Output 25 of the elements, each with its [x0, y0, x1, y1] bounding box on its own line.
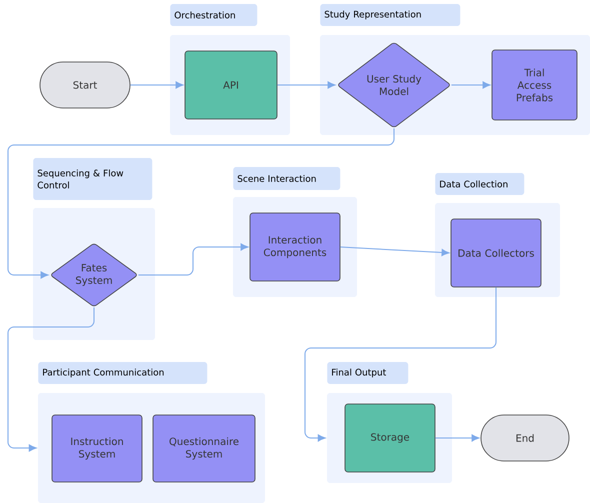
group-heading: Study Representation	[320, 4, 460, 26]
arrow	[434, 434, 480, 442]
arrow	[304, 286, 496, 442]
process-box: Instruction System	[52, 414, 142, 482]
group-heading: Scene Interaction	[233, 167, 340, 190]
process-box: Data Collectors	[450, 218, 542, 288]
group-heading: Sequencing & Flow Control	[33, 158, 152, 200]
arrow	[8, 128, 394, 279]
arrow	[276, 81, 336, 89]
group-heading: Final Output	[327, 362, 408, 384]
arrow	[450, 81, 490, 89]
arrow	[130, 81, 184, 89]
process-box: Interaction Components	[250, 212, 340, 282]
process-box: Questionnaire System	[152, 414, 256, 482]
process-box: API	[184, 50, 278, 120]
process-box: Storage	[344, 404, 436, 472]
arrow	[138, 243, 248, 276]
group-heading: Data Collection	[435, 173, 524, 195]
process-box: Trial Access Prefabs	[492, 50, 578, 120]
terminal-pill: End	[480, 414, 570, 462]
terminal-pill: Start	[40, 62, 130, 108]
group-heading: Participant Communication	[38, 362, 208, 384]
arrow	[8, 306, 94, 452]
arrow	[340, 246, 450, 256]
group-heading: Orchestration	[170, 4, 258, 26]
